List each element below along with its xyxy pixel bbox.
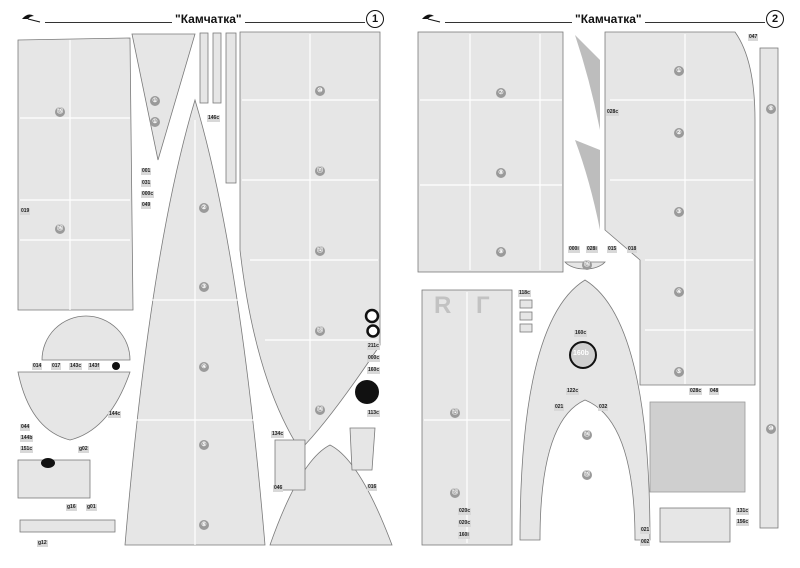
part-number: ⑮ [582,470,592,480]
part-number: ⑯ [55,224,65,234]
part-number: ⑩ [315,86,325,96]
parts-layout-sheet-2 [417,31,779,546]
part-number: ⑭ [582,430,592,440]
part-label: 049 [141,202,152,209]
stamp-letter-g: Г [476,292,490,319]
part-label: 146c [207,115,221,122]
part-label: 020c [458,508,472,515]
publisher-logo-icon [422,14,441,23]
part-number: ⑫ [450,408,460,418]
stamp-letter-r: R [434,292,452,319]
part-label: g01 [86,504,97,511]
part-label: 000c [141,191,155,198]
part-number: ⑬ [450,488,460,498]
part-number: ③ [199,282,209,292]
part-number: ⑤ [674,367,684,377]
part-label: 018 [627,246,638,253]
part-label: 156c [736,519,750,526]
sheet-1: "Камчатка" 1 001 [17,10,393,547]
parts-layout-sheet-1 [17,31,393,546]
sheet-title: "Камчатка" [172,12,245,26]
part-label: 151c [20,446,34,453]
part-label: 016 [367,484,378,491]
part-number: ⑥ [766,104,776,114]
part-label: 134c [271,431,285,438]
part-label: 015 [607,246,618,253]
part-label: 143c [69,363,83,370]
part-number: ② [199,203,209,213]
sheet-title: "Камчатка" [572,12,645,26]
part-label: 160i [458,532,470,539]
publisher-logo-icon [22,14,41,23]
part-number: ④ [674,287,684,297]
part-number: ⑦ [496,88,506,98]
part-label: 144b [20,435,34,442]
part-label: 047 [748,34,759,41]
part-number: ⑤ [199,440,209,450]
part-label: 031 [141,180,152,187]
part-number: ⑨ [496,247,506,257]
part-label: 144c [108,411,122,418]
part-number: ⑯ [582,260,592,270]
part-label: 160c [367,367,381,374]
part-number: ② [674,128,684,138]
part-label: 122c [566,388,580,395]
part-label: 001 [141,168,152,175]
part-label: 021 [640,527,651,534]
part-label: 113c [367,410,380,417]
sheet-2: "Камчатка" 2 R Г 160b 047 028c 0 [400,0,800,568]
part-label: 020c [458,520,472,527]
part-number: ⑫ [315,246,325,256]
part-label: 211c [367,343,380,350]
part-label: 002 [640,539,651,546]
part-number: ⑩ [766,424,776,434]
part-number: ④ [199,362,209,372]
part-label: 000i [568,246,580,253]
disc-label: 160b [573,350,589,357]
part-number: ⑭ [315,405,325,415]
part-number: ⑮ [55,107,65,117]
part-label: 032 [598,404,609,411]
part-number: ① [150,96,160,106]
part-label: 143f [88,363,101,370]
part-label: g12 [37,540,48,547]
part-label: 000c [367,355,381,362]
part-number: ⑬ [315,326,325,336]
part-label: 014 [32,363,43,370]
part-label: g02 [78,446,89,453]
part-number: ⑪ [315,166,325,176]
page-number: 2 [766,10,784,28]
part-label: 046 [273,485,284,492]
part-label: g16 [66,504,77,511]
part-number: ① [674,66,684,76]
part-label: 019 [20,208,31,215]
part-number: ③ [674,207,684,217]
part-label: 028c [606,109,620,116]
part-number: ① [150,117,160,127]
part-number: ⑧ [496,168,506,178]
part-label: 048 [709,388,720,395]
page-number: 1 [366,10,384,28]
part-label: 021 [554,404,565,411]
part-number: ⑥ [199,520,209,530]
part-label: 028i [586,246,598,253]
part-label: 118c [518,290,531,297]
part-label: 131c [736,508,750,515]
part-label: 028c [689,388,703,395]
part-label: 044 [20,424,31,431]
part-label: 160c [574,330,588,337]
part-label: 017 [51,363,62,370]
